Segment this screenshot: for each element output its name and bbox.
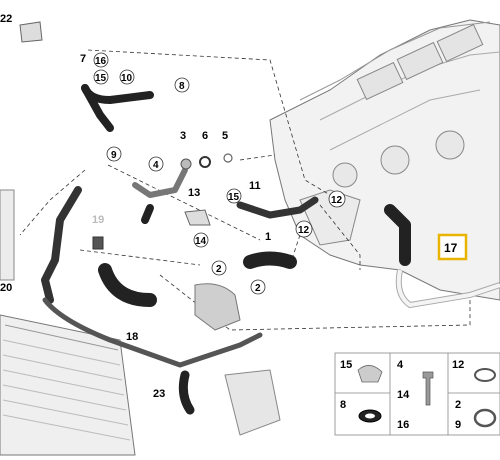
part-label-19: 19 [92, 214, 104, 226]
part-label-1: 1 [265, 231, 271, 243]
part-17-highlight-box [437, 233, 468, 261]
part-label-2b: 2 [255, 283, 261, 294]
small-parts [19, 21, 233, 250]
part-label-13: 13 [188, 187, 200, 199]
part-label-23: 23 [153, 388, 165, 400]
part-label-14: 14 [195, 236, 207, 247]
legend-label-15: 15 [340, 359, 352, 371]
part-label-12a: 12 [331, 195, 343, 206]
legend-label-16: 16 [397, 419, 409, 431]
legend-label-9: 9 [455, 419, 461, 431]
part-label-10: 10 [121, 73, 133, 84]
part-label-20: 20 [0, 282, 12, 294]
fasteners-legend: 15 4 14 16 12 8 2 9 [334, 352, 500, 436]
part-label-7: 7 [80, 53, 86, 65]
part-label-22: 22 [0, 13, 12, 25]
part-label-15: 15 [95, 73, 107, 84]
part-label-16: 16 [95, 56, 107, 67]
legend-label-8: 8 [340, 399, 346, 411]
part-label-4: 4 [153, 160, 159, 171]
part-label-3: 3 [180, 130, 186, 142]
part-label-18: 18 [126, 331, 138, 343]
part-label-12b: 12 [298, 225, 310, 236]
legend-label-2: 2 [455, 399, 461, 411]
radiator-illustration [0, 189, 136, 456]
part-label-6: 6 [202, 130, 208, 142]
part-label-5: 5 [222, 130, 228, 142]
part-label-9: 9 [111, 150, 117, 161]
part-label-8: 8 [179, 81, 185, 92]
legend-label-14: 14 [397, 389, 410, 401]
engine-block-illustration [269, 19, 500, 309]
part-label-11: 11 [249, 180, 261, 192]
hose-illustrations [41, 84, 411, 436]
part-label-17: 17 [444, 241, 458, 255]
callout-labels: 22 7 16 15 10 8 9 3 6 5 4 13 14 11 15 12… [0, 13, 468, 400]
legend-label-12: 12 [452, 359, 464, 371]
legend-label-4: 4 [397, 359, 404, 371]
part-label-2a: 2 [216, 264, 222, 275]
part-label-15b: 15 [228, 192, 240, 203]
